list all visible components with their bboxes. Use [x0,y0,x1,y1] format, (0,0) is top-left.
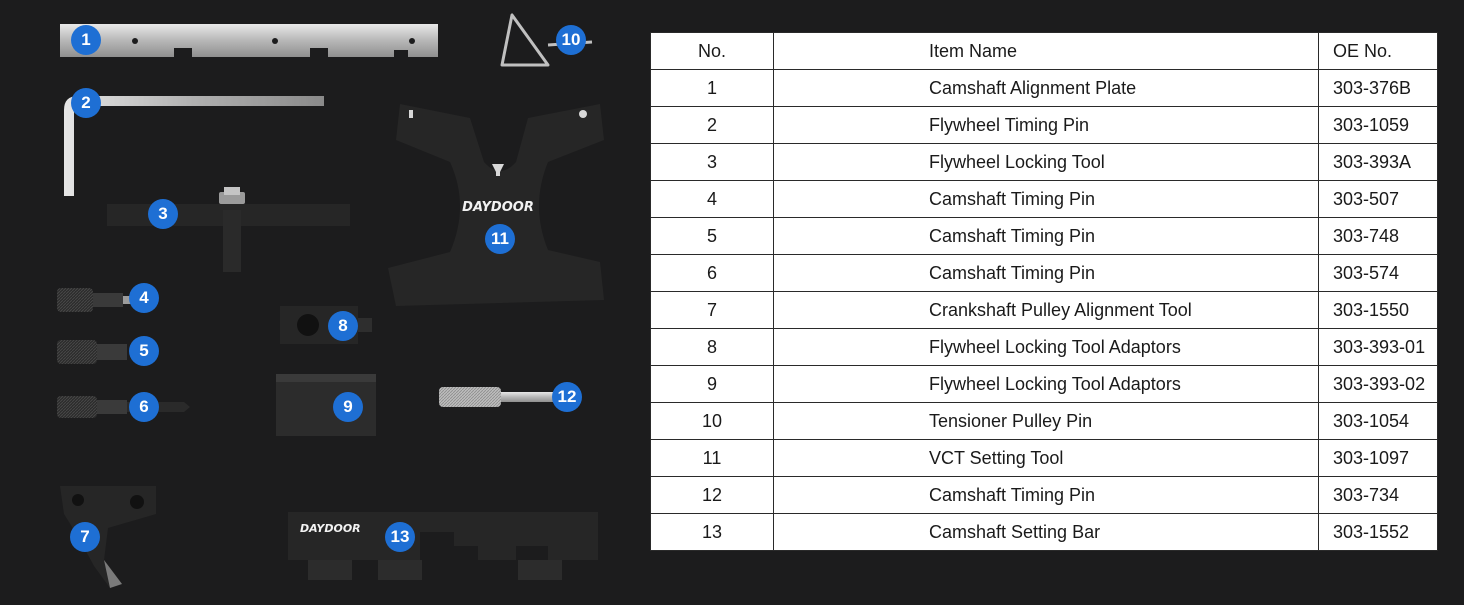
cell-oe-no: 303-376B [1318,69,1438,107]
camshaft-timing-pin-5 [57,340,127,364]
table-header-row: No. Item Name OE No. [650,32,1438,70]
cell-oe-no: 303-1097 [1318,439,1438,477]
brand-mark-13: DAYDOOR [300,522,361,535]
cell-oe-no: 303-1550 [1318,291,1438,329]
cell-oe-no: 303-1552 [1318,513,1438,551]
cell-no: 8 [650,328,774,366]
cell-no: 1 [650,69,774,107]
cell-no: 13 [650,513,774,551]
cell-item-name: Tensioner Pulley Pin [773,402,1319,440]
cell-no: 10 [650,402,774,440]
camshaft-timing-pin-4 [57,288,131,312]
camshaft-setting-bar: DAYDOOR [288,512,598,580]
badge-13: 13 [385,522,415,552]
badge-10: 10 [556,25,586,55]
badge-8: 8 [328,311,358,341]
flywheel-timing-pin [64,96,324,196]
badge-6: 6 [129,392,159,422]
cell-oe-no: 303-574 [1318,254,1438,292]
cell-oe-no: 303-1054 [1318,402,1438,440]
badge-3: 3 [148,199,178,229]
camshaft-alignment-plate [60,24,438,57]
cell-oe-no: 303-1059 [1318,106,1438,144]
camshaft-timing-pin-6 [57,396,190,418]
cell-item-name: Camshaft Timing Pin [773,180,1319,218]
cell-no: 11 [650,439,774,477]
brand-mark-11: DAYDOOR [462,200,534,215]
cell-item-name: VCT Setting Tool [773,439,1319,477]
tool-kit-photo: DAYDOOR [0,0,640,600]
flywheel-locking-tool [107,187,350,272]
cell-item-name: Flywheel Locking Tool Adaptors [773,365,1319,403]
cell-oe-no: 303-393-02 [1318,365,1438,403]
cell-no: 3 [650,143,774,181]
cell-oe-no: 303-748 [1318,217,1438,255]
cell-no: 7 [650,291,774,329]
cell-item-name: Camshaft Timing Pin [773,254,1319,292]
badge-2: 2 [71,88,101,118]
crankshaft-pulley-alignment-tool [60,486,156,588]
cell-oe-no: 303-734 [1318,476,1438,514]
cell-item-name: Flywheel Timing Pin [773,106,1319,144]
badge-4: 4 [129,283,159,313]
cell-oe-no: 303-393-01 [1318,328,1438,366]
flywheel-locking-tool-adaptor-8 [280,306,372,344]
cell-item-name: Camshaft Alignment Plate [773,69,1319,107]
header-oe-no: OE No. [1318,32,1438,70]
cell-no: 2 [650,106,774,144]
cell-no: 6 [650,254,774,292]
cell-no: 12 [650,476,774,514]
badge-11: 11 [485,224,515,254]
cell-item-name: Camshaft Setting Bar [773,513,1319,551]
badge-5: 5 [129,336,159,366]
cell-item-name: Flywheel Locking Tool [773,143,1319,181]
cell-no: 9 [650,365,774,403]
camshaft-timing-pin-12 [439,387,561,407]
cell-item-name: Camshaft Timing Pin [773,476,1319,514]
header-no: No. [650,32,774,70]
cell-no: 5 [650,217,774,255]
tool-illustrations: DAYDOOR [57,13,604,588]
badge-9: 9 [333,392,363,422]
header-item-name: Item Name [773,32,1319,70]
badge-1: 1 [71,25,101,55]
cell-item-name: Flywheel Locking Tool Adaptors [773,328,1319,366]
cell-oe-no: 303-393A [1318,143,1438,181]
cell-item-name: Camshaft Timing Pin [773,217,1319,255]
cell-oe-no: 303-507 [1318,180,1438,218]
badge-7: 7 [70,522,100,552]
cell-item-name: Crankshaft Pulley Alignment Tool [773,291,1319,329]
badge-12: 12 [552,382,582,412]
cell-no: 4 [650,180,774,218]
vct-setting-tool: DAYDOOR [388,104,604,306]
